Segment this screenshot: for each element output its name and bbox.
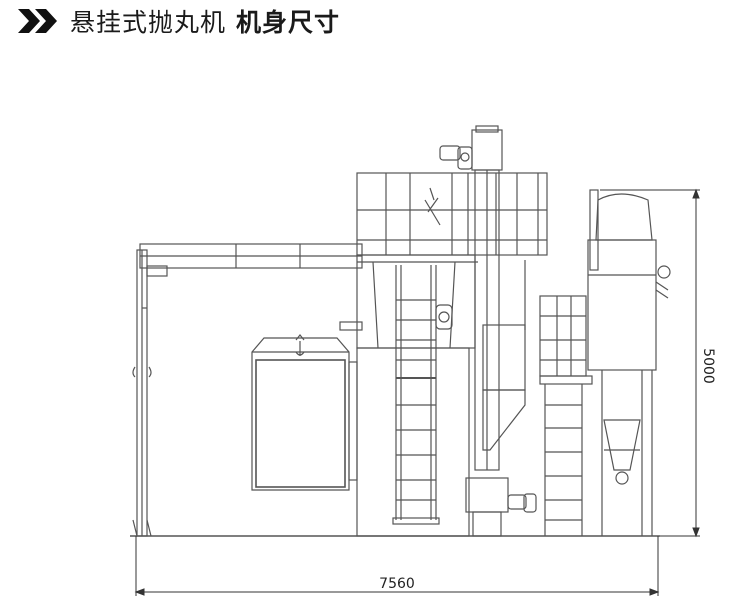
- dust-collector: [587, 189, 671, 536]
- crane-gantry: [132, 243, 363, 537]
- width-dimension-line: [134, 536, 660, 596]
- page-title: 悬挂式抛丸机机身尺寸: [70, 3, 340, 39]
- right-ladder-platform: [539, 295, 593, 536]
- width-dimension-label: 7560: [379, 576, 415, 592]
- height-dimension-line: [600, 188, 700, 538]
- blast-chamber-body: [339, 254, 478, 537]
- top-platform-railing: [356, 172, 548, 256]
- central-ladder: [392, 265, 453, 525]
- bucket-elevator: [439, 125, 537, 537]
- separator-chute: [482, 260, 526, 451]
- title-main: 悬挂式抛丸机: [70, 8, 227, 37]
- hanging-workpiece-cabin: [251, 334, 358, 491]
- height-dimension-label: 5000: [700, 348, 716, 384]
- double-chevron-icon: [16, 8, 60, 34]
- page-header: 悬挂式抛丸机机身尺寸: [16, 3, 340, 39]
- title-bold: 机身尺寸: [236, 8, 341, 37]
